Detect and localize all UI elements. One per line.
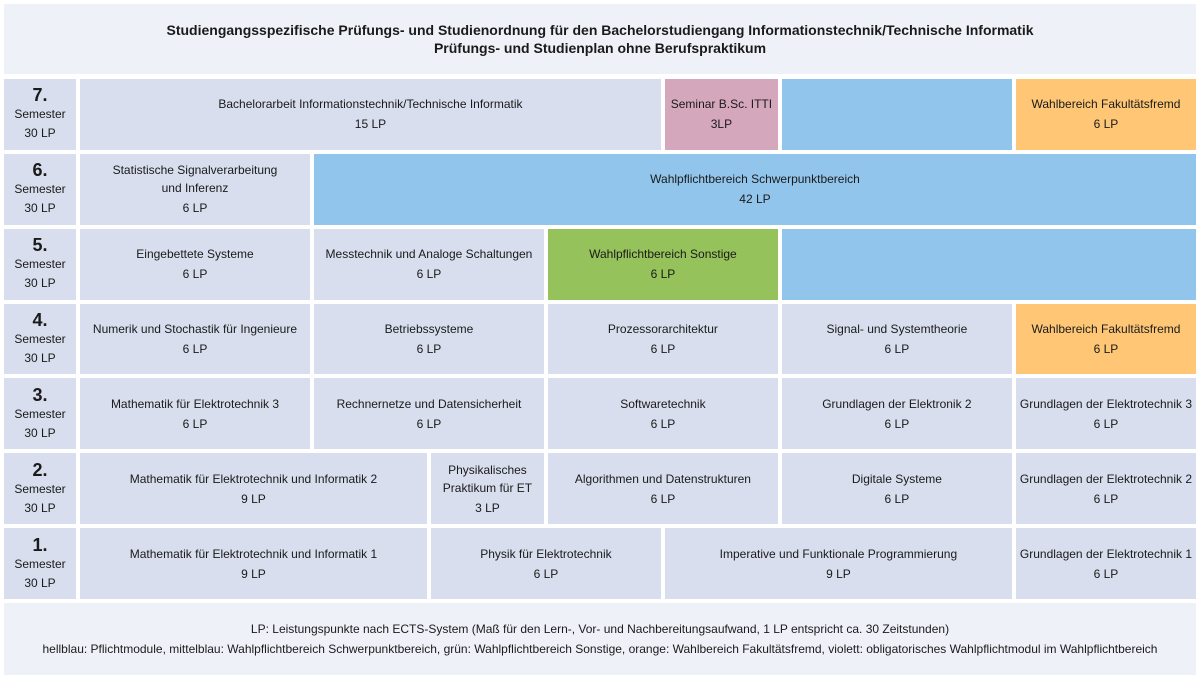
schwerpunkt-area-row7 [781, 79, 1012, 150]
module-numerik: Numerik und Stochastik für Ingenieure 6 … [80, 303, 310, 375]
module-seminar: Seminar B.Sc. ITTI 3LP [664, 79, 778, 150]
module-name: Grundlagen der Elektrotechnik 2 [1019, 471, 1192, 486]
module-lp: 6 LP [1093, 416, 1119, 431]
module-prozessorarchitektur: Prozessorarchitektur 6 LP [547, 303, 778, 375]
module-lp: 15 LP [354, 117, 387, 132]
module-lp: 6 LP [182, 341, 208, 356]
semester-label-5: 5. Semester 30 LP [4, 228, 76, 300]
module-name: Bachelorarbeit Informationstechnik/Techn… [218, 97, 523, 112]
legend-footer: LP: Leistungspunkte nach ECTS-System (Ma… [4, 603, 1196, 675]
module-name: Seminar B.Sc. ITTI [670, 97, 773, 112]
module-name: Grundlagen der Elektronik 2 [822, 396, 972, 411]
legend-lp-note: LP: Leistungspunkte nach ECTS-System (Ma… [250, 622, 950, 636]
module-schwerpunkt: Wahlpflichtbereich Schwerpunktbereich 42… [313, 153, 1196, 225]
module-lp: 6 LP [650, 267, 676, 282]
module-name: Digitale Systeme [851, 471, 942, 486]
module-lp: 6 LP [884, 341, 910, 356]
module-name: Softwaretechnik [620, 396, 706, 411]
module-name: Messtechnik und Analoge Schaltungen [325, 247, 533, 262]
semester-label-1: 1. Semester 30 LP [4, 528, 76, 599]
page-title: Studiengangsspezifische Prüfungs- und St… [166, 22, 1034, 38]
module-name: Mathematik für Elektrotechnik und Inform… [129, 471, 378, 486]
module-elektronik-2: Grundlagen der Elektronik 2 6 LP [781, 378, 1012, 450]
module-lp: 6 LP [182, 201, 208, 216]
module-imperative-programmierung: Imperative und Funktionale Programmierun… [664, 528, 1012, 599]
module-bachelorarbeit: Bachelorarbeit Informationstechnik/Techn… [80, 79, 661, 150]
schwerpunkt-area-row5 [781, 228, 1196, 300]
module-name: Signal- und Systemtheorie [826, 321, 968, 336]
module-mathe-eti2: Mathematik für Elektrotechnik und Inform… [80, 453, 427, 525]
module-lp: 6 LP [182, 267, 208, 282]
module-name: Algorithmen und Datenstrukturen [574, 471, 751, 486]
module-mathe-eti1: Mathematik für Elektrotechnik und Inform… [80, 528, 427, 599]
module-name: Physik für Elektrotechnik [480, 546, 612, 561]
module-name: Wahlbereich Fakultätsfremd [1031, 97, 1181, 112]
module-lp: 6 LP [182, 416, 208, 431]
module-name: Prozessorarchitektur [607, 321, 718, 336]
module-signalverarbeitung: Statistische Signalverarbeitung und Infe… [80, 153, 310, 225]
module-lp: 6 LP [884, 416, 910, 431]
module-name: Mathematik für Elektrotechnik und Inform… [129, 546, 378, 561]
module-digitale-systeme: Digitale Systeme 6 LP [781, 453, 1012, 525]
module-physik-praktikum: Physikalisches Praktikum für ET 3 LP [430, 453, 544, 525]
semester-label-4: 4. Semester 30 LP [4, 303, 76, 375]
module-fremd-7: Wahlbereich Fakultätsfremd 6 LP [1015, 79, 1196, 150]
module-lp: 6 LP [1093, 491, 1119, 506]
module-name: Grundlagen der Elektrotechnik 3 [1019, 396, 1192, 411]
module-rechnernetze: Rechnernetze und Datensicherheit 6 LP [313, 378, 544, 450]
module-signal-systemtheorie: Signal- und Systemtheorie 6 LP [781, 303, 1012, 375]
module-lp: 6 LP [416, 267, 442, 282]
module-physik: Physik für Elektrotechnik 6 LP [430, 528, 661, 599]
module-name: Mathematik für Elektrotechnik 3 [110, 396, 280, 411]
module-lp: 42 LP [739, 192, 771, 207]
semester-label-7: 7. Semester 30 LP [4, 79, 76, 150]
module-lp: 9 LP [241, 491, 266, 506]
module-name: Physikalisches Praktikum für ET [442, 462, 533, 495]
module-name: Statistische Signalverarbeitung und Infe… [112, 163, 278, 196]
module-name: Wahlpflichtbereich Sonstige [589, 247, 737, 262]
module-lp: 6 LP [650, 491, 676, 506]
module-name: Grundlagen der Elektrotechnik 1 [1019, 546, 1192, 561]
module-name: Wahlpflichtbereich Schwerpunktbereich [650, 172, 860, 187]
module-gdet-2: Grundlagen der Elektrotechnik 2 6 LP [1015, 453, 1196, 525]
module-messtechnik: Messtechnik und Analoge Schaltungen 6 LP [313, 228, 544, 300]
module-gdet-1: Grundlagen der Elektrotechnik 1 6 LP [1015, 528, 1196, 599]
module-mathe-et3: Mathematik für Elektrotechnik 3 6 LP [80, 378, 310, 450]
module-betriebssysteme: Betriebssysteme 6 LP [313, 303, 544, 375]
module-lp: 9 LP [241, 566, 266, 581]
study-plan-grid: 7. Semester 30 LP Bachelorarbeit Informa… [4, 79, 1196, 599]
module-lp: 3LP [710, 117, 733, 132]
semester-label-6: 6. Semester 30 LP [4, 153, 76, 225]
module-name: Betriebssysteme [384, 321, 474, 336]
module-lp: 6 LP [650, 341, 676, 356]
module-lp: 6 LP [1093, 117, 1119, 132]
semester-label-2: 2. Semester 30 LP [4, 453, 76, 525]
module-name: Eingebettete Systeme [136, 247, 254, 262]
module-lp: 6 LP [416, 341, 442, 356]
page-header: Studiengangsspezifische Prüfungs- und St… [4, 4, 1196, 74]
module-algorithmen: Algorithmen und Datenstrukturen 6 LP [547, 453, 778, 525]
module-eingebettete-systeme: Eingebettete Systeme 6 LP [80, 228, 310, 300]
module-fremd-4: Wahlbereich Fakultätsfremd 6 LP [1015, 303, 1196, 375]
module-lp: 6 LP [1093, 341, 1119, 356]
module-name: Wahlbereich Fakultätsfremd [1031, 321, 1181, 336]
module-name: Rechnernetze und Datensicherheit [336, 396, 522, 411]
module-lp: 6 LP [1093, 566, 1119, 581]
module-name: Numerik und Stochastik für Ingenieure [92, 321, 298, 336]
module-lp: 6 LP [650, 416, 676, 431]
module-gdet-3: Grundlagen der Elektrotechnik 3 6 LP [1015, 378, 1196, 450]
page-subtitle: Prüfungs- und Studienplan ohne Berufspra… [433, 40, 767, 56]
module-lp: 3 LP [475, 500, 500, 515]
module-name: Imperative und Funktionale Programmierun… [719, 546, 958, 561]
semester-label-3: 3. Semester 30 LP [4, 378, 76, 450]
module-softwaretechnik: Softwaretechnik 6 LP [547, 378, 778, 450]
legend-color-note: hellblau: Pflichtmodule, mittelblau: Wah… [42, 642, 1158, 656]
module-lp: 6 LP [416, 416, 442, 431]
module-lp: 6 LP [533, 566, 559, 581]
module-lp: 9 LP [826, 566, 851, 581]
module-wahlpflicht-sonstige: Wahlpflichtbereich Sonstige 6 LP [547, 228, 778, 300]
module-lp: 6 LP [884, 491, 910, 506]
